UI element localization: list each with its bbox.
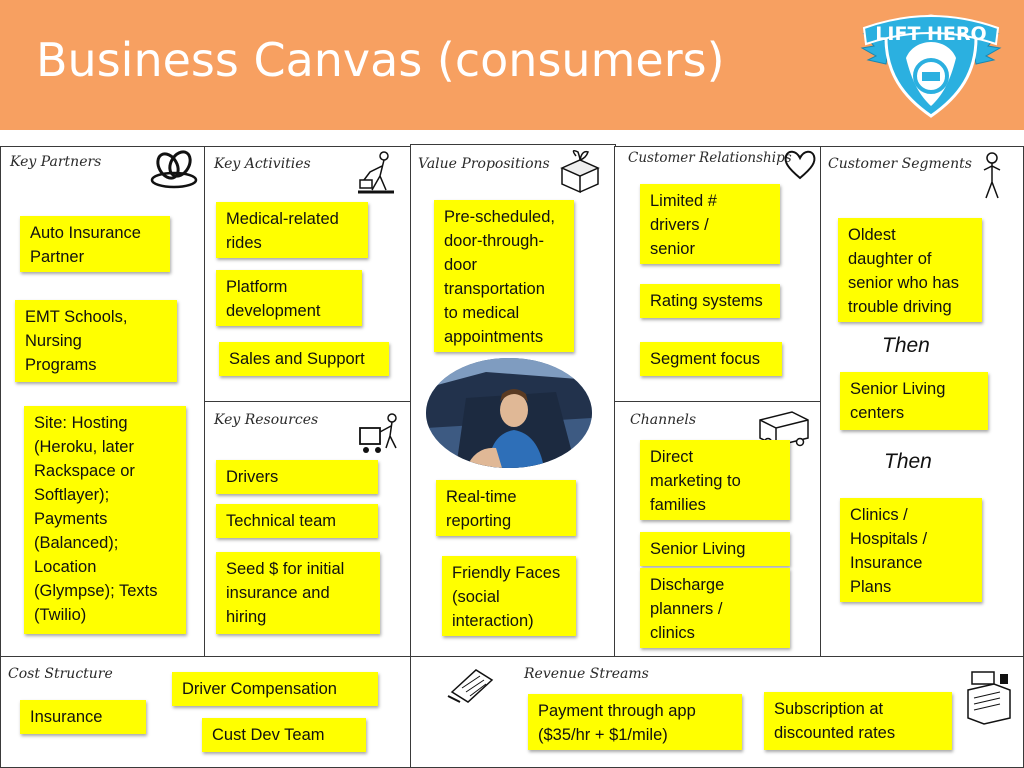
header-bar: Business Canvas (consumers) LIFT HERO (0, 0, 1024, 130)
then-label: Then (882, 334, 930, 357)
key-resources-note: Technical team (216, 504, 378, 538)
document-icon (447, 669, 494, 703)
customer-relationships-title: Customer Relationships (628, 150, 792, 166)
key-partners-note: EMT Schools, Nursing Programs (15, 300, 177, 382)
channels-note: Senior Living (640, 532, 790, 566)
gift-box-icon (560, 149, 600, 194)
person-icon (983, 152, 1001, 199)
customer-segments-note: Oldest daughter of senior who has troubl… (838, 218, 982, 322)
key-activities-note: Platform development (216, 270, 362, 326)
value-propositions-title: Value Propositions (418, 156, 550, 172)
customer-relationships-note: Rating systems (640, 284, 780, 318)
customer-relationships-note: Segment focus (640, 342, 782, 376)
chain-links-icon (150, 150, 198, 189)
customer-segments-title: Customer Segments (828, 156, 972, 172)
value-propositions-note: Friendly Faces (social interaction) (442, 556, 576, 636)
channels-note: Direct marketing to families (640, 440, 790, 520)
business-canvas: Key Partners Key Activities Key Resource… (0, 130, 1024, 768)
key-partners-title: Key Partners (10, 154, 102, 170)
key-partners-note: Auto Insurance Partner (20, 216, 170, 272)
revenue-streams-note: Payment through app ($35/hr + $1/mile) (528, 694, 742, 750)
customer-segments-note: Clinics / Hospitals / Insurance Plans (840, 498, 982, 602)
cost-structure-note: Insurance (20, 700, 146, 734)
revenue-streams-note: Subscription at discounted rates (764, 692, 952, 750)
driver-photo (426, 358, 592, 468)
key-resources-note: Seed $ for initial insurance and hiring (216, 552, 380, 634)
then-label: Then (884, 450, 932, 473)
customer-relationships-note: Limited # drivers / senior (640, 184, 780, 264)
heart-icon (784, 150, 816, 180)
lift-hero-logo: LIFT HERO (860, 14, 1002, 118)
value-propositions-note: Real-time reporting (436, 480, 576, 536)
channels-note: Discharge planners / clinics (640, 568, 790, 648)
page-title: Business Canvas (consumers) (36, 33, 725, 87)
key-resources-title: Key Resources (214, 412, 319, 428)
cost-structure-title: Cost Structure (8, 666, 113, 682)
cash-register-icon (967, 671, 1011, 725)
key-activities-note: Medical-related rides (216, 202, 368, 258)
customer-segments-note: Senior Living centers (840, 372, 988, 430)
key-resources-note: Drivers (216, 460, 378, 494)
logo-text: LIFT HERO (875, 23, 986, 45)
key-partners-note: Site: Hosting (Heroku, later Rackspace o… (24, 406, 186, 634)
worker-cart-icon (359, 413, 397, 453)
channels-title: Channels (630, 412, 697, 428)
key-activities-title: Key Activities (214, 156, 311, 172)
key-activities-note: Sales and Support (219, 342, 389, 376)
worker-icon (358, 151, 394, 194)
value-propositions-note: Pre-scheduled, door-through- door transp… (434, 200, 574, 352)
revenue-streams-title: Revenue Streams (524, 666, 649, 682)
cost-structure-note: Cust Dev Team (202, 718, 366, 752)
cost-structure-note: Driver Compensation (172, 672, 378, 706)
